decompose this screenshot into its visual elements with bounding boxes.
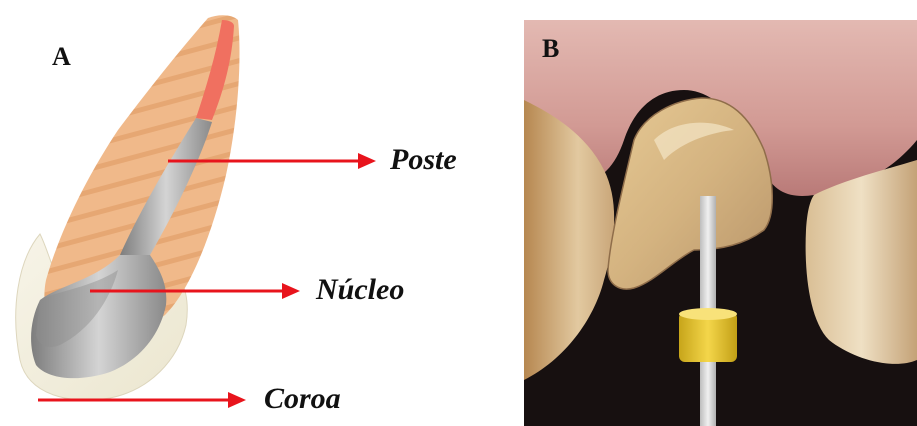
callout-nucleo: Núcleo bbox=[316, 273, 404, 307]
rubber-stopper bbox=[679, 308, 737, 362]
callout-poste: Poste bbox=[390, 143, 457, 177]
callout-coroa: Coroa bbox=[264, 382, 341, 416]
panel-letter-a: A bbox=[52, 42, 71, 72]
tooth-illustration bbox=[0, 0, 520, 426]
panel-letter-b: B bbox=[542, 34, 559, 64]
panel-a: A Poste Núcleo Coroa bbox=[0, 0, 520, 426]
clinical-photo bbox=[524, 20, 917, 426]
panel-b: B bbox=[524, 20, 917, 426]
